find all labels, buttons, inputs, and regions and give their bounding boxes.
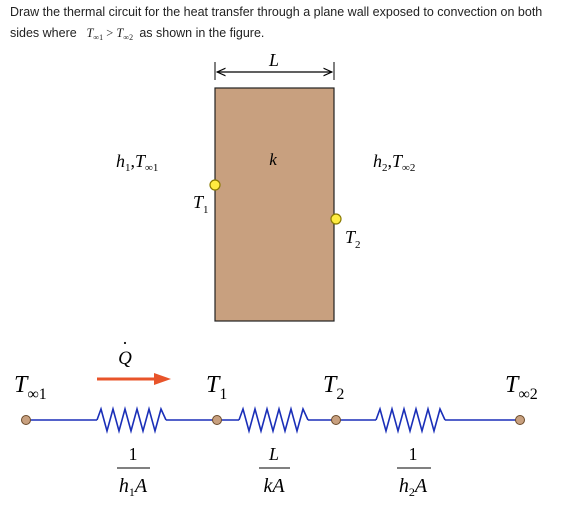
resistor-convection-1: [96, 405, 167, 435]
r2-numerator: L: [268, 444, 279, 464]
node-t-inf1: [21, 415, 31, 425]
length-label: L: [268, 50, 279, 70]
r1-numerator: 1: [129, 444, 138, 464]
question-prefix: sides where: [10, 26, 77, 40]
surface2-label: T2: [345, 227, 361, 251]
surface1-label: T1: [193, 192, 209, 216]
node-t1: [212, 415, 222, 425]
node-label-t-inf2: T∞2: [505, 372, 538, 403]
left-convection-label: h1,T∞1: [116, 151, 158, 174]
conductivity-label: k: [269, 150, 277, 169]
heat-flow-dot: ·: [122, 333, 128, 353]
plane-wall-figure: L k h1,T∞1 h2,T∞2 T1 T2: [116, 50, 415, 322]
right-convection-label: h2,T∞2: [373, 151, 415, 174]
node-label-t-inf1: T∞1: [14, 372, 47, 403]
heat-flow-label: Q: [118, 348, 132, 369]
inequality: T∞1 > T∞2: [86, 26, 134, 42]
r1-denominator: h1A: [119, 475, 148, 499]
resistor-convection-2: [375, 405, 446, 435]
node-t-inf2: [515, 415, 525, 425]
thermal-circuit: Q · T∞1 T1 T2 T∞2: [14, 333, 538, 499]
surface1-point: [209, 179, 221, 191]
wall-rectangle: [214, 87, 335, 322]
question-suffix: as shown in the figure.: [139, 26, 265, 40]
resistor-conduction: [238, 405, 309, 435]
node-label-t2: T2: [323, 372, 344, 403]
question-text: Draw the thermal circuit for the heat tr…: [10, 2, 570, 48]
question-line-2: sides where T∞1 > T∞2 as shown in the fi…: [10, 23, 570, 48]
node-label-t1: T1: [206, 372, 227, 403]
resistance-3-fraction: 1 h2A: [397, 444, 431, 499]
r3-numerator: 1: [409, 444, 418, 464]
heat-flow-arrow-head: [154, 373, 171, 385]
question-line-1: Draw the thermal circuit for the heat tr…: [10, 5, 543, 19]
r2-denominator: kA: [263, 475, 285, 497]
r3-denominator: h2A: [399, 475, 428, 499]
node-t2: [331, 415, 341, 425]
surface2-point: [330, 213, 342, 225]
resistance-2-fraction: L kA: [259, 444, 290, 497]
resistance-1-fraction: 1 h1A: [117, 444, 150, 499]
